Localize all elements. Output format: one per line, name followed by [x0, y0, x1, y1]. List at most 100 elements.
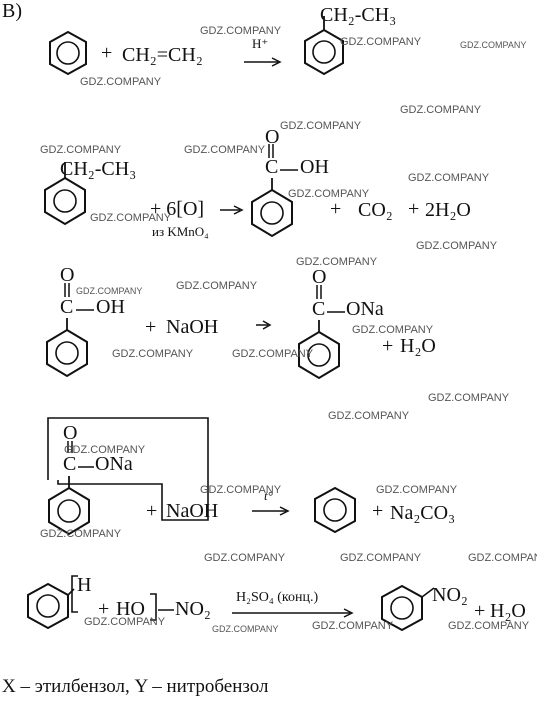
r2-plus-1: + — [330, 198, 342, 220]
r5-left-bracket — [71, 575, 78, 613]
r5-product-no2: NO₂ — [432, 584, 468, 606]
watermark: GDZ.COMPANY — [90, 212, 172, 224]
answer-text: X – этилбензол, Y – нитробензол — [2, 676, 269, 697]
watermark: GDZ.COMPANY — [340, 36, 422, 48]
r3-arrow — [256, 320, 272, 330]
r5-catalyst: H₂SO₄ (конц.) — [236, 590, 319, 605]
watermark: GDZ.COMPANY — [312, 620, 394, 632]
watermark: GDZ.COMPANY — [340, 552, 422, 564]
r2-reactant-chain: CH₂-CH₃ — [60, 158, 137, 180]
watermark: GDZ.COMPANY — [176, 280, 258, 292]
watermark: GDZ.COMPANY — [80, 76, 162, 88]
r4-elimination-box — [47, 417, 209, 521]
r2-carboxyl-c: C — [265, 156, 279, 178]
r5-plus-2: + — [474, 600, 486, 622]
watermark: GDZ.COMPANY — [288, 188, 370, 200]
watermark: GDZ.COMPANY — [468, 552, 537, 564]
r2-co2: CO₂ — [358, 199, 393, 221]
watermark: GDZ.COMPANY — [400, 104, 482, 116]
r2-oxidant-source: из KMnO₄ — [152, 224, 209, 239]
watermark: GDZ.COMPANY — [408, 172, 490, 184]
r2-plus-2: + — [408, 198, 420, 220]
r2-carboxyl-o: O — [265, 126, 280, 148]
r3-plus-1: + — [145, 316, 157, 338]
watermark: GDZ.COMPANY — [416, 240, 498, 252]
watermark: GDZ.COMPANY — [204, 552, 286, 564]
benzene-ring-r2-product — [251, 178, 293, 238]
benzene-ring-r4-product — [314, 486, 356, 534]
r3-product-ona: ONa — [346, 298, 384, 320]
r2-carboxyl-oh: OH — [300, 156, 329, 178]
r4-carbonyl-double-bond — [67, 441, 73, 453]
benzene-ring-r1-reactant — [49, 30, 87, 76]
r3-o: O — [60, 264, 75, 286]
r3-oh: OH — [96, 296, 125, 318]
r3-c: C — [60, 296, 74, 318]
benzene-ring-r2-reactant — [44, 162, 86, 226]
watermark: GDZ.COMPANY — [200, 25, 282, 37]
r2-water: 2H₂O — [425, 199, 471, 221]
benzene-ring-r4-reactant — [48, 476, 90, 536]
r4-plus-1: + — [146, 500, 158, 522]
benzene-ring-r3-product — [298, 320, 340, 380]
watermark: GDZ.COMPANY — [232, 348, 314, 360]
section-label: В) — [2, 0, 22, 22]
r4-ona: ONa — [95, 453, 133, 475]
watermark: GDZ.COMPANY — [296, 256, 378, 268]
r4-plus-2: + — [372, 500, 384, 522]
watermark: GDZ.COMPANY — [428, 392, 510, 404]
r3-c-ona-bond — [327, 311, 345, 313]
r1-catalyst: H⁺ — [252, 36, 269, 51]
r2-arrow — [220, 205, 244, 215]
watermark: GDZ.COMPANY — [376, 484, 458, 496]
r3-product-double-bond — [316, 285, 322, 299]
watermark: GDZ.COMPANY — [64, 444, 146, 456]
r3-carbonyl-double-bond — [64, 283, 70, 297]
watermark: GDZ.COMPANY — [328, 410, 410, 422]
r2-carbonyl-double-bond — [268, 144, 274, 158]
watermark: GDZ.COMPANY — [184, 144, 266, 156]
r3-c-oh-bond — [76, 309, 94, 311]
benzene-ring-r3-reactant — [46, 318, 88, 378]
r5-ho: HO — [116, 598, 145, 620]
r2-c-oh-bond — [280, 169, 298, 171]
r5-no2: NO₂ — [175, 598, 211, 620]
watermark: GDZ.COMPANY — [112, 348, 194, 360]
r1-ethylene: CH₂=CH₂ — [122, 44, 203, 66]
r4-naoh: NaOH — [166, 500, 219, 522]
benzene-ring-r5-product — [381, 584, 435, 632]
watermark: GDZ.COMPANY — [352, 324, 434, 336]
r3-naoh: NaOH — [166, 316, 219, 338]
r4-o: O — [63, 422, 78, 444]
benzene-ring-r5-reactant — [27, 582, 75, 630]
r1-arrow — [244, 57, 282, 67]
watermark: GDZ.COMPANY — [76, 286, 143, 296]
benzene-ring-r1-product — [304, 16, 344, 76]
r3-product-o: O — [312, 266, 327, 288]
r4-c-ona-bond — [78, 466, 94, 468]
watermark: GDZ.COMPANY — [40, 144, 122, 156]
watermark: GDZ.COMPANY — [460, 40, 527, 50]
r3-water: H₂O — [400, 335, 436, 357]
watermark: GDZ.COMPANY — [200, 484, 282, 496]
watermark: GDZ.COMPANY — [212, 624, 279, 634]
r4-condition: t° — [264, 488, 273, 503]
watermark: GDZ.COMPANY — [40, 528, 122, 540]
r5-right-bracket — [150, 593, 157, 621]
r4-arrow — [252, 506, 290, 516]
r5-water: H₂O — [490, 600, 526, 622]
r3-product-c: C — [312, 298, 326, 320]
watermark: GDZ.COMPANY — [448, 620, 530, 632]
watermark: GDZ.COMPANY — [84, 616, 166, 628]
r5-ho-no2-bond — [158, 609, 174, 611]
r5-plus-1: + — [98, 598, 110, 620]
r5-arrow — [232, 608, 354, 618]
r4-na2co3: Na₂CO₃ — [390, 502, 456, 524]
r2-oxidant: + 6[O] — [150, 198, 205, 220]
watermark: GDZ.COMPANY — [280, 120, 362, 132]
r1-plus: + — [101, 42, 113, 64]
r3-plus-2: + — [382, 335, 394, 357]
r1-product-chain: CH₂-CH₃ — [320, 4, 397, 26]
r5-h: H — [77, 574, 92, 596]
r4-c: C — [63, 453, 77, 475]
